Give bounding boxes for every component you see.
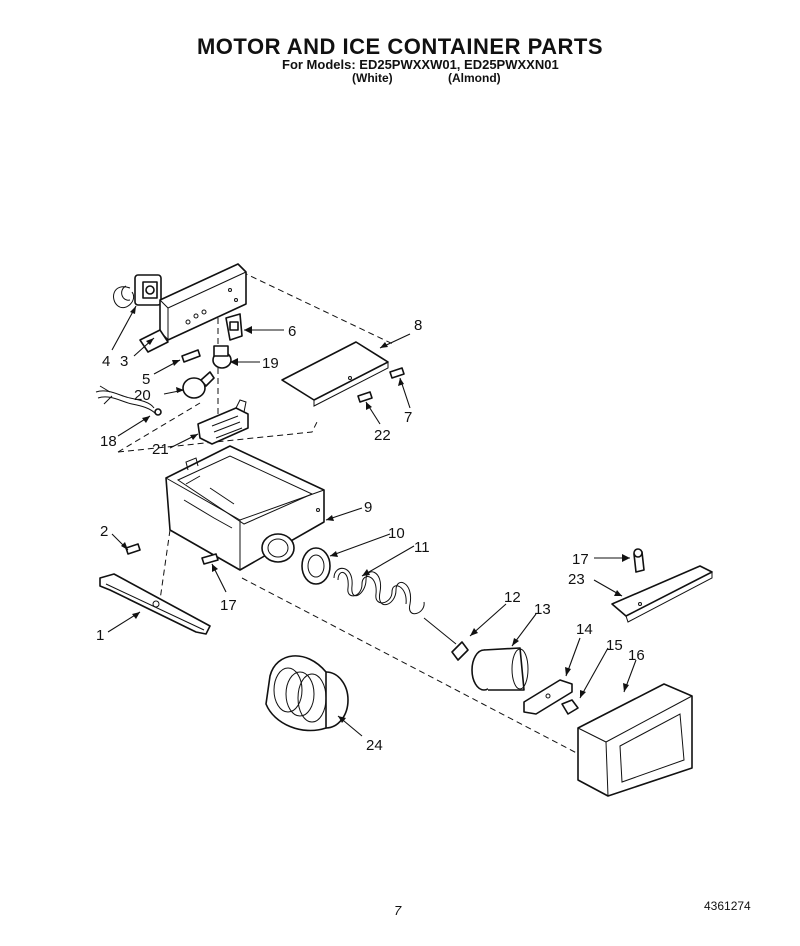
- callout-22: 22: [374, 427, 391, 444]
- callout-21: 21: [152, 441, 169, 458]
- screw-part-22: [357, 391, 373, 403]
- page-title: MOTOR AND ICE CONTAINER PARTS: [196, 34, 604, 59]
- callout-24: 24: [366, 737, 383, 754]
- nut-part: [561, 699, 579, 715]
- callout-19: 19: [262, 355, 279, 372]
- wire-harness-part: [95, 385, 162, 416]
- callout-17-left: 17: [220, 597, 237, 614]
- leader-lines: [107, 305, 637, 737]
- callout-13: 13: [534, 601, 551, 618]
- callout-1: 1: [96, 627, 104, 644]
- models-line: For Models: ED25PWXXW01, ED25PWXXN01: [282, 57, 559, 72]
- callout-3: 3: [120, 353, 128, 370]
- light-socket-part: [212, 345, 232, 369]
- variant-white: (White): [352, 71, 393, 85]
- rail-part: [99, 573, 211, 635]
- callout-10: 10: [388, 525, 405, 542]
- callout-9: 9: [364, 499, 372, 516]
- callout-23: 23: [568, 571, 585, 588]
- callout-2: 2: [100, 523, 108, 540]
- callout-11: 11: [414, 539, 430, 556]
- callout-20: 20: [134, 387, 151, 404]
- strip-part: [611, 565, 713, 623]
- clip-part: [225, 313, 243, 341]
- variant-almond: (Almond): [448, 71, 501, 85]
- light-bulb-part: [182, 371, 215, 399]
- callout-17-top: 17: [572, 551, 589, 568]
- shroud-part: [265, 655, 349, 732]
- screw-part-17-left: [201, 553, 219, 565]
- drive-block-part: [471, 647, 529, 691]
- callout-labels: 1 2 3 4 5 6 7 8 9 10 11 12 13 14 15 16 1…: [96, 317, 645, 754]
- callout-6: 6: [288, 323, 296, 340]
- motor-housing-part: [577, 683, 693, 797]
- callout-16: 16: [628, 647, 645, 664]
- page-number: 7: [394, 903, 402, 918]
- callout-14: 14: [576, 621, 593, 638]
- auger-spring-part: [333, 568, 457, 645]
- coupler-part: [451, 641, 469, 661]
- screw-part-5: [181, 349, 201, 363]
- callout-4: 4: [102, 353, 110, 370]
- screw-part-2: [125, 543, 141, 555]
- callout-5: 5: [142, 371, 150, 388]
- callout-8: 8: [414, 317, 422, 334]
- motor-part: [113, 274, 162, 308]
- mounting-plate-part: [139, 263, 247, 353]
- ice-container-part: [165, 445, 325, 571]
- light-shield-part: [197, 399, 249, 445]
- bracket-part: [523, 679, 573, 715]
- callout-15: 15: [606, 637, 623, 654]
- screw-part-7: [389, 367, 405, 379]
- screw-part-17-top: [633, 548, 645, 573]
- assembly-dashed-lines: [117, 271, 591, 761]
- document-number: 4361274: [704, 899, 751, 913]
- bearing-part: [301, 547, 331, 585]
- callout-12: 12: [504, 589, 521, 606]
- callout-18: 18: [100, 433, 117, 450]
- cover-plate-part: [281, 341, 389, 407]
- callout-7: 7: [404, 409, 412, 426]
